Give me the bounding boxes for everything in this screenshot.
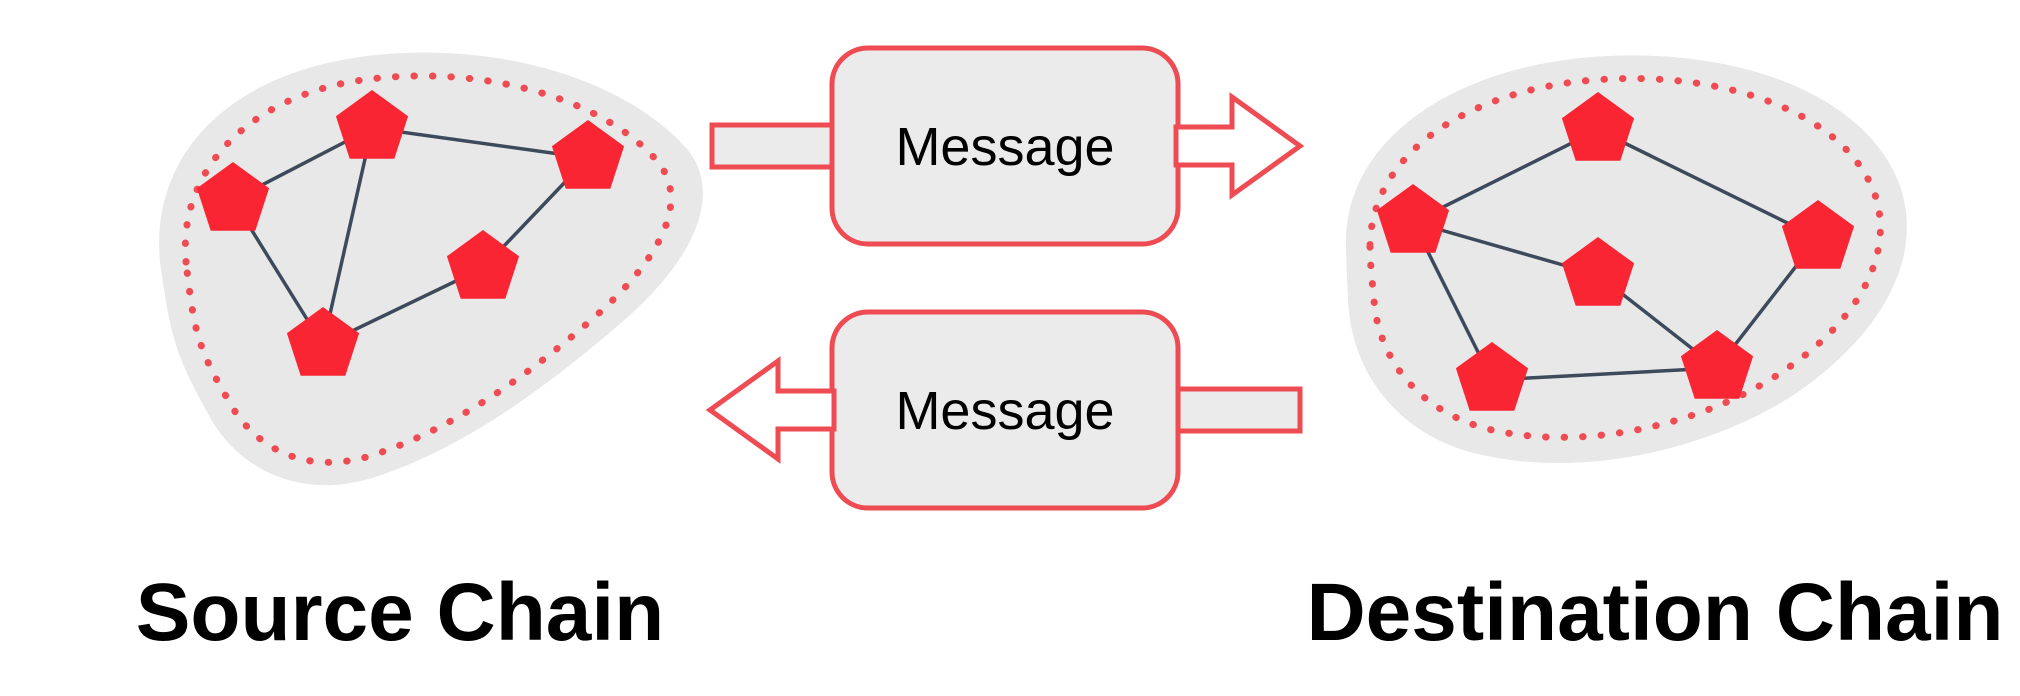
source-chain-label: Source Chain (136, 567, 665, 658)
destination-chain-dotted-boundary (1366, 74, 1884, 441)
backward-arrow-tail (1162, 386, 1303, 434)
arrow-left-icon (705, 356, 837, 464)
network-edge (1491, 366, 1718, 382)
backward-message: Message (705, 309, 1303, 511)
destination-chain-network (1346, 55, 1907, 464)
network-edge (1597, 128, 1819, 240)
arrow-right-icon (1173, 92, 1305, 200)
network-edge (371, 126, 589, 160)
destination-chain-label: Destination Chain (1306, 567, 2003, 658)
backward-message-label: Message (895, 381, 1114, 441)
forward-message-label: Message (895, 117, 1114, 177)
source-chain-blob (159, 52, 703, 486)
forward-message: Message (709, 45, 1305, 247)
network-edge (321, 127, 374, 346)
forward-arrow-tail (709, 122, 847, 170)
source-chain-network (159, 52, 703, 486)
